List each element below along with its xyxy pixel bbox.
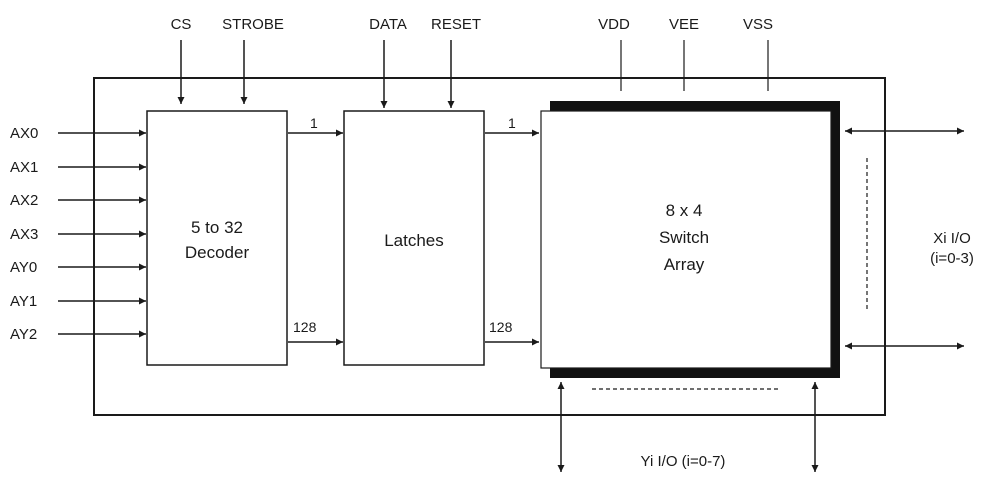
bus-label-latches-first: 1 [508,115,516,131]
latches-label: Latches [384,231,444,250]
decoder-label-line1: 5 to 32 [191,218,243,237]
bus-label-latches-last: 128 [489,319,513,335]
label-ay2: AY2 [10,326,37,343]
bus-label-decoder-last: 128 [293,319,317,335]
latches-block [343,110,485,366]
label-strobe: STROBE [222,16,284,33]
label-ay0: AY0 [10,259,37,276]
label-reset: RESET [431,16,481,33]
label-vss: VSS [743,16,773,33]
switch-array-label-line2: Switch [659,228,709,247]
yio-label: Yi I/O (i=0-7) [641,453,726,470]
decoder-label-line2: Decoder [185,243,250,262]
label-ax2: AX2 [10,192,38,209]
switch-array-label-line3: Array [664,255,705,274]
decoder-block [146,110,288,366]
label-vee: VEE [669,16,699,33]
label-data: DATA [369,16,407,33]
switch-array-block [540,110,832,369]
label-vdd: VDD [598,16,630,33]
label-ax1: AX1 [10,159,38,176]
label-cs: CS [171,16,192,33]
label-ay1: AY1 [10,293,37,310]
label-ax0: AX0 [10,125,38,142]
address-inputs: AX0 AX1 AX2 AX3 AY0 AY1 AY2 [10,125,146,343]
xio-label-line1: Xi I/O [933,230,971,247]
switch-array-label-line1: 8 x 4 [666,201,703,220]
bus-label-decoder-first: 1 [310,115,318,131]
chip-outline [93,77,886,416]
label-ax3: AX3 [10,226,38,243]
xio-label-line2: (i=0-3) [930,250,974,267]
